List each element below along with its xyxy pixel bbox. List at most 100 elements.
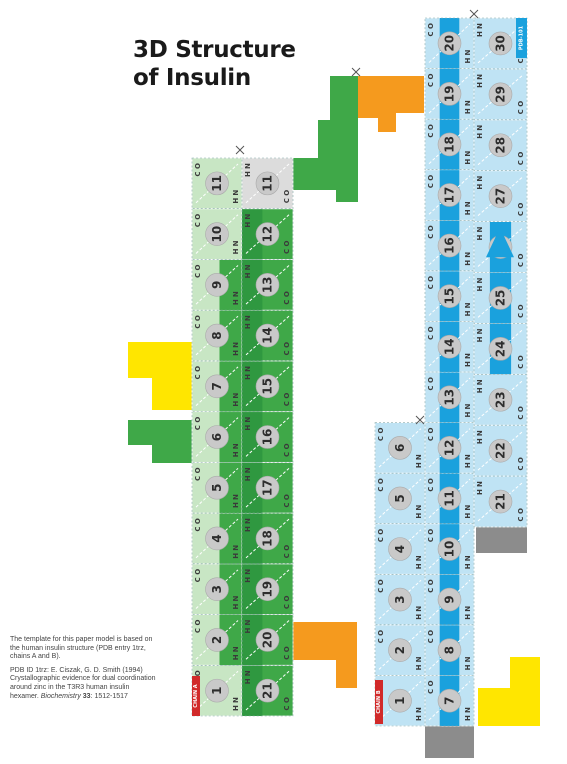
chain-b-residue-7-atom-1: O: [427, 680, 435, 686]
chain-b-residue-11-number: 11: [443, 490, 457, 507]
chain-b-residue-27-atom-4: C: [517, 211, 525, 216]
chain-a-residue-r13-atom-3: O: [283, 291, 291, 297]
chain-b-residue-6-atom-2: C: [377, 436, 385, 441]
chain-a-residue-5-atom-4: H: [232, 502, 240, 508]
chain-b-tag: CHAIN B: [375, 680, 383, 724]
chain-b-residue-10-sphere: [437, 537, 462, 561]
chain-b-strip: 7OCNH8OCNH9OCNH10OCNH11OCNH12OCNH13OCNH1…: [374, 17, 528, 727]
chain-b-residue-8-atom-4: H: [464, 664, 472, 670]
chain-a-residue-r19-band: [242, 563, 263, 615]
chain-b-residue-28-sphere: [488, 133, 513, 158]
chain-a-residue-r17-band: [242, 462, 263, 514]
chain-b-tag-text: CHAIN B: [376, 690, 382, 714]
chain-b-residue-11-atom-2: C: [427, 487, 435, 492]
chain-a-residue-r19-atom-3: O: [283, 596, 291, 602]
chain-b-residue-28-atom-3: O: [517, 152, 525, 158]
cut-mark-3-b: [469, 9, 479, 19]
chain-b-residue-13-atom-1: O: [427, 377, 435, 383]
title-line-2: of Insulin: [133, 65, 251, 91]
chain-a-residue-4-atom-2: C: [194, 527, 202, 532]
citation-pages: : 1512-1517: [90, 692, 128, 700]
chain-b-residue-28-atom-2: H: [476, 133, 484, 139]
chain-b-residue-1-fold-line: [378, 681, 422, 721]
chain-a-residue-r20-atom-1: N: [244, 619, 252, 625]
chain-b-residue-14-atom-3: N: [464, 353, 472, 359]
chain-a-residue-1-fold-line: [195, 670, 239, 711]
chain-b-residue-8-atom-2: C: [427, 638, 435, 643]
chain-b-residue-9-number: 9: [443, 595, 457, 603]
chain-a-residue-2-band: [219, 614, 242, 666]
chain-a-residue-1-number: 1: [210, 686, 224, 694]
yellow-tab-a: [128, 342, 192, 410]
chain-a-residue-r16-atom-2: H: [244, 425, 252, 431]
chain-a-residue-r16-atom-1: N: [244, 417, 252, 423]
chain-a-residue-r12-number: 12: [261, 226, 275, 243]
chain-a-residue-r17-number: 17: [261, 479, 275, 496]
chain-a-residue-r11-number: 11: [261, 175, 275, 192]
chain-a-residue-3-atom-2: C: [194, 577, 202, 582]
chain-b-residue-4-atom-1: O: [377, 529, 385, 535]
cut-mark-2-b: [351, 67, 361, 77]
chain-a-residue-4-fold-line: [195, 518, 239, 559]
cut-mark-1-b: [235, 145, 245, 155]
citation-volume: 33: [82, 692, 91, 700]
chain-a-residue-6-sphere: [205, 425, 229, 449]
chain-b-residue-2-atom-1: O: [377, 630, 385, 636]
chain-b-residue-10-atom-2: C: [427, 537, 435, 542]
chain-a-residue-6-atom-2: C: [194, 425, 202, 430]
chain-b-residue-26-atom-2: H: [476, 235, 484, 241]
chain-b-residue-7-atom-2: C: [427, 689, 435, 694]
chain-b-residue-14-atom-2: C: [427, 335, 435, 340]
chain-b-residue-4-atom-2: C: [377, 537, 385, 542]
chain-b-residue-24-number: 24: [494, 340, 508, 357]
citation-text: PDB ID 1trz: E. Ciszak, G. D. Smith (199…: [10, 666, 156, 700]
chain-a-residue-5-number: 5: [210, 484, 224, 492]
chain-b-residue-20-atom-1: O: [427, 23, 435, 29]
chain-a-tag-bg: [192, 676, 200, 716]
chain-a-residue-r18-sphere: [255, 526, 280, 551]
chain-b-residue-19-atom-4: H: [464, 108, 472, 114]
chain-b-residue-2-number: 2: [393, 646, 407, 654]
chain-a-tag: CHAIN A: [192, 676, 200, 716]
chain-b-residue-19-fold-line: [428, 74, 471, 114]
chain-a-residue-r16-atom-3: O: [283, 443, 291, 449]
chain-b-residue-1-atom-3: N: [415, 707, 423, 713]
chain-b-residue-16-atom-2: C: [427, 234, 435, 239]
chain-b-residue-29-number: 29: [494, 86, 508, 103]
chain-a-residue-2-atom-1: O: [194, 620, 202, 626]
chain-b-residue-29-sphere: [488, 82, 513, 107]
chain-a-residue-r12-atom-1: N: [244, 214, 252, 220]
chain-a-residue-r13-band: [242, 259, 263, 311]
chain-a-residue-r19-atom-1: N: [244, 569, 252, 575]
chain-a-residue-8-atom-1: O: [194, 315, 202, 321]
chain-b-residue-19-atom-2: C: [427, 82, 435, 87]
chain-b-residue-16-number: 16: [443, 237, 457, 254]
chain-b-residue-11-atom-4: H: [464, 513, 472, 519]
chain-a-residue-5-atom-3: N: [232, 494, 240, 500]
chain-b-residue-8-sphere: [437, 638, 462, 662]
chain-b-residue-2-fold-line: [378, 630, 422, 670]
chain-a-residue-10-atom-2: C: [194, 222, 202, 227]
chain-b-residue-13-fold-line: [428, 377, 471, 417]
chain-a-residue-6-atom-4: H: [232, 451, 240, 457]
chain-b-residue-27-atom-1: N: [476, 176, 484, 182]
chain-a-residue-10-number: 10: [210, 226, 224, 243]
chain-a-residue-r13-number: 13: [261, 276, 275, 293]
chain-a-residue-r16-number: 16: [261, 429, 275, 446]
chain-a-residue-2-fold-line: [195, 620, 239, 660]
chain-a-residue-r13-atom-1: N: [244, 264, 252, 270]
chain-b-residue-16-atom-4: H: [464, 260, 472, 266]
chain-a-residue-11-number: 11: [210, 175, 224, 192]
chain-b-residue-19-number: 19: [443, 86, 457, 103]
chain-a-residue-r14-number: 14: [261, 327, 275, 344]
chain-a-residue-r17-atom-2: H: [244, 475, 252, 481]
chain-a-residue-r15-atom-1: N: [244, 366, 252, 372]
chain-b-residue-11-fold-line: [428, 478, 471, 519]
